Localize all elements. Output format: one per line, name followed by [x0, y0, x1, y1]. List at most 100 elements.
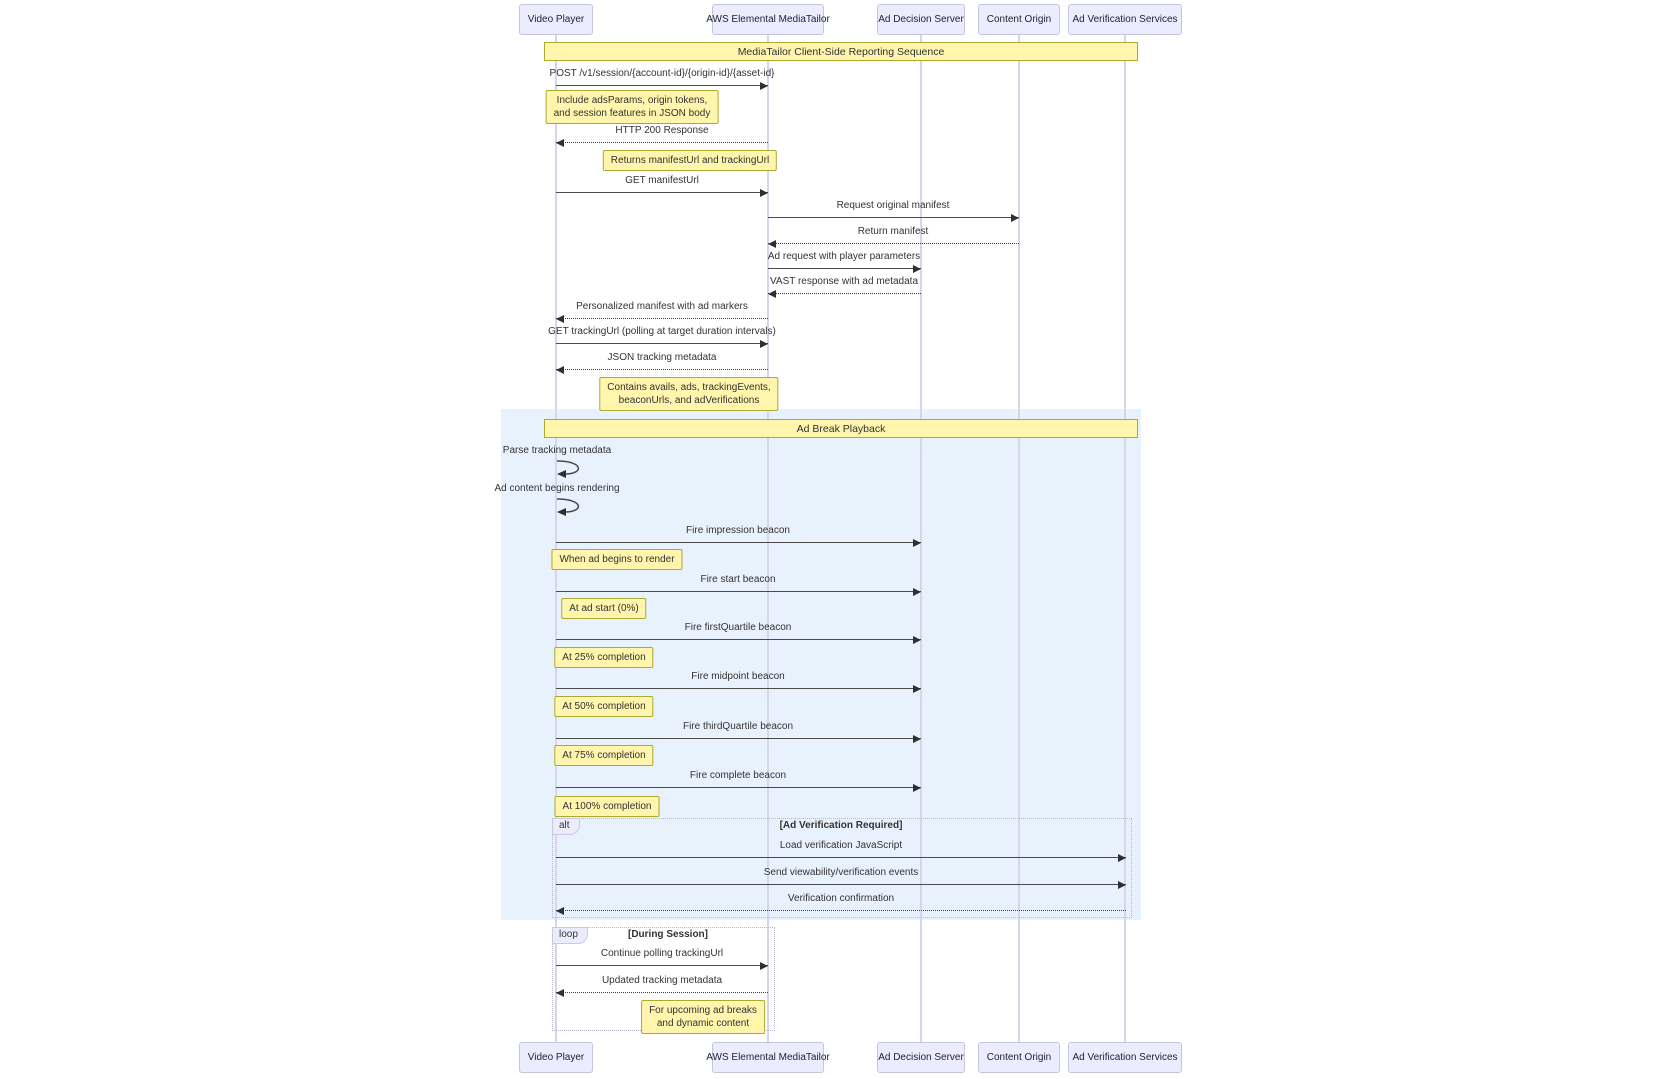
- message-return-manifest: Return manifest: [857, 226, 929, 237]
- message-ad-request: Ad request with player parameters: [767, 251, 921, 262]
- note-tracking-contents: Contains avails, ads, trackingEvents, be…: [599, 377, 779, 411]
- participant-label: Ad Decision Server: [878, 1052, 964, 1063]
- lifeline-mediatailor: [767, 35, 769, 1042]
- arrow-line: [556, 639, 921, 640]
- participant-video-player-top: Video Player: [519, 4, 593, 35]
- arrow-line: [556, 85, 768, 86]
- message-updated-tracking-metadata: Updated tracking metadata: [601, 975, 723, 986]
- arrow-line: [768, 243, 1019, 244]
- note-25-completion: At 25% completion: [554, 647, 654, 668]
- arrowhead: [556, 989, 564, 997]
- message-request-original-manifest: Request original manifest: [836, 200, 950, 211]
- self-loop-arrow: [556, 498, 579, 516]
- message-fire-midpoint-beacon: Fire midpoint beacon: [691, 671, 785, 682]
- arrow-line: [556, 542, 921, 543]
- participant-ad-verification-services-top: Ad Verification Services: [1068, 4, 1182, 35]
- arrowhead: [913, 685, 921, 693]
- note-returns-urls: Returns manifestUrl and trackingUrl: [602, 150, 778, 171]
- participant-ad-decision-server-top: Ad Decision Server: [877, 4, 965, 35]
- message-get-manifesturl: GET manifestUrl: [625, 175, 699, 186]
- arrowhead: [556, 315, 564, 323]
- arrow-line: [556, 787, 921, 788]
- arrow-line: [768, 293, 921, 294]
- participant-label: AWS Elemental MediaTailor: [706, 14, 830, 25]
- arrowhead: [913, 588, 921, 596]
- arrowhead: [760, 82, 768, 90]
- arrowhead: [1011, 214, 1019, 222]
- arrow-line: [768, 268, 921, 269]
- self-loop-arrow: [556, 460, 579, 478]
- lifeline-content-origin: [1018, 35, 1020, 1042]
- arrowhead: [556, 366, 564, 374]
- participant-mediatailor-top: AWS Elemental MediaTailor: [706, 4, 830, 35]
- note-ad-start: At ad start (0%): [561, 598, 647, 619]
- participant-label: Ad Verification Services: [1072, 14, 1178, 25]
- banner-label: Ad Break Playback: [796, 422, 886, 435]
- arrow-line: [556, 343, 768, 344]
- lifeline-ad-decision-server: [920, 35, 922, 1042]
- arrow-line: [556, 318, 768, 319]
- arrowhead: [913, 636, 921, 644]
- participant-label: Video Player: [527, 1052, 585, 1063]
- participant-label: AWS Elemental MediaTailor: [706, 1052, 830, 1063]
- note-75-completion: At 75% completion: [554, 745, 654, 766]
- message-fire-firstquartile-beacon: Fire firstQuartile beacon: [684, 622, 792, 633]
- loop-frame-condition: [During Session]: [627, 929, 709, 940]
- arrowhead: [913, 539, 921, 547]
- lifeline-video-player: [555, 35, 557, 1042]
- participant-label: Ad Decision Server: [878, 14, 964, 25]
- message-fire-thirdquartile-beacon: Fire thirdQuartile beacon: [682, 721, 794, 732]
- arrow-line: [556, 591, 921, 592]
- lifeline-ad-verification-services: [1124, 35, 1126, 1042]
- arrowhead: [913, 784, 921, 792]
- alt-frame-condition: [Ad Verification Required]: [779, 820, 903, 831]
- message-json-tracking-metadata: JSON tracking metadata: [607, 352, 717, 363]
- arrowhead: [913, 265, 921, 273]
- message-fire-impression-beacon: Fire impression beacon: [686, 525, 790, 536]
- arrow-line: [556, 910, 1126, 911]
- arrowhead: [760, 340, 768, 348]
- arrow-line: [556, 857, 1126, 858]
- message-post-session: POST /v1/session/{account-id}/{origin-id…: [549, 68, 775, 79]
- message-get-trackingurl: GET trackingUrl (polling at target durat…: [548, 326, 776, 337]
- participant-ad-verification-services-bottom: Ad Verification Services: [1068, 1042, 1182, 1073]
- participant-content-origin-top: Content Origin: [978, 4, 1060, 35]
- banner-label: MediaTailor Client-Side Reporting Sequen…: [737, 45, 945, 58]
- arrowhead: [768, 290, 776, 298]
- message-fire-start-beacon: Fire start beacon: [700, 574, 776, 585]
- self-message-ad-content-rendering: Ad content begins rendering: [494, 483, 620, 494]
- message-fire-complete-beacon: Fire complete beacon: [689, 770, 787, 781]
- message-send-viewability-events: Send viewability/verification events: [763, 867, 919, 878]
- arrowhead: [1118, 881, 1126, 889]
- banner-reporting-sequence: MediaTailor Client-Side Reporting Sequen…: [544, 42, 1138, 61]
- arrowhead: [760, 189, 768, 197]
- note-100-completion: At 100% completion: [554, 796, 660, 817]
- message-load-verification-js: Load verification JavaScript: [779, 840, 903, 851]
- arrow-line: [556, 992, 768, 993]
- participant-video-player-bottom: Video Player: [519, 1042, 593, 1073]
- arrowhead: [556, 139, 564, 147]
- note-session-body: Include adsParams, origin tokens, and se…: [545, 90, 719, 124]
- participant-label: Video Player: [527, 14, 585, 25]
- arrowhead: [1118, 854, 1126, 862]
- banner-ad-break-playback: Ad Break Playback: [544, 419, 1138, 438]
- arrow-line: [556, 142, 768, 143]
- participant-label: Content Origin: [986, 14, 1052, 25]
- message-continue-polling: Continue polling trackingUrl: [600, 948, 724, 959]
- participant-label: Content Origin: [986, 1052, 1052, 1063]
- arrowhead: [913, 735, 921, 743]
- participant-content-origin-bottom: Content Origin: [978, 1042, 1060, 1073]
- arrow-line: [556, 738, 921, 739]
- alt-frame-tag: alt: [552, 818, 580, 835]
- arrow-line: [556, 192, 768, 193]
- message-verification-confirmation: Verification confirmation: [787, 893, 895, 904]
- participant-label: Ad Verification Services: [1072, 1052, 1178, 1063]
- note-ad-render: When ad begins to render: [551, 549, 683, 570]
- participant-ad-decision-server-bottom: Ad Decision Server: [877, 1042, 965, 1073]
- arrow-line: [556, 884, 1126, 885]
- note-50-completion: At 50% completion: [554, 696, 654, 717]
- arrowhead: [760, 962, 768, 970]
- arrowhead: [768, 240, 776, 248]
- self-message-parse-tracking-metadata: Parse tracking metadata: [502, 445, 612, 456]
- arrowhead: [556, 907, 564, 915]
